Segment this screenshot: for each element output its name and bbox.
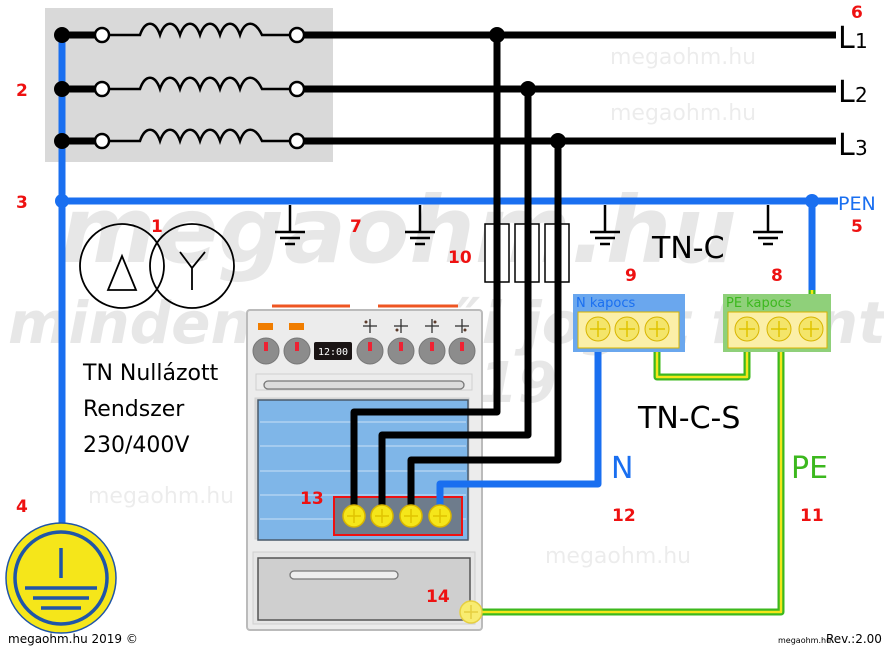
n-terminal: N kapocs bbox=[573, 294, 685, 352]
marker-8: 8 bbox=[771, 266, 783, 286]
electric-stove: 12:00 bbox=[246, 304, 483, 631]
svg-text:2: 2 bbox=[855, 83, 868, 107]
svg-text:L: L bbox=[838, 75, 855, 110]
winding-l1 bbox=[54, 22, 306, 44]
pe-label: PE bbox=[791, 451, 828, 486]
marker-13: 13 bbox=[300, 489, 324, 509]
cable-l3-to-stove bbox=[407, 141, 562, 515]
marker-3: 3 bbox=[16, 193, 28, 213]
marker-5: 5 bbox=[851, 217, 863, 237]
number-markers: 1 2 3 4 5 6 7 8 9 10 11 12 13 14 bbox=[16, 3, 863, 607]
drawer-handle bbox=[289, 570, 399, 580]
footer-copyright: megaohm.hu 2019 © bbox=[8, 632, 138, 646]
pen-node-left bbox=[55, 194, 69, 208]
winding-l3 bbox=[54, 128, 306, 150]
pen-label: PEN bbox=[838, 193, 876, 215]
svg-text:L: L bbox=[838, 21, 855, 56]
winding-l2 bbox=[54, 76, 306, 98]
stove-knobs bbox=[252, 337, 476, 365]
marker-14: 14 bbox=[426, 587, 450, 607]
earth-electrode-icon bbox=[5, 522, 117, 634]
cable-l2-to-stove bbox=[378, 89, 532, 515]
watermark-small-1: megaohm.hu bbox=[610, 45, 756, 70]
cable-n-to-stove bbox=[436, 345, 602, 515]
ground-symbol-2 bbox=[405, 205, 435, 246]
marker-6: 6 bbox=[851, 3, 863, 23]
oven-handle bbox=[263, 380, 465, 390]
marker-4: 4 bbox=[16, 497, 28, 517]
watermark-small-2: megaohm.hu bbox=[610, 101, 756, 126]
phase-label-l2: L 2 bbox=[838, 75, 868, 110]
tn-c-s-label: TN-C-S bbox=[637, 401, 740, 436]
n-label: N bbox=[611, 451, 633, 486]
indicator-light-2 bbox=[289, 323, 304, 330]
stove-clock-text: 12:00 bbox=[318, 347, 348, 358]
watermark-big: megaohm.hu bbox=[60, 177, 737, 284]
marker-2: 2 bbox=[16, 81, 28, 101]
indicator-light-1 bbox=[258, 323, 273, 330]
footer-revision: Rev.:2.00 bbox=[826, 632, 882, 646]
marker-11: 11 bbox=[800, 506, 824, 526]
pe-terminal-label: PE kapocs bbox=[726, 296, 792, 311]
cable-l1-to-stove bbox=[350, 35, 501, 515]
wye-icon bbox=[179, 251, 206, 290]
stove-pe-screw bbox=[459, 600, 483, 624]
phase-label-l1: L 1 bbox=[838, 21, 868, 56]
tn-c-label: TN-C bbox=[651, 231, 725, 266]
svg-text:L: L bbox=[838, 128, 855, 163]
transformer-symbol bbox=[79, 223, 235, 309]
system-title: TN Nullázott Rendszer 230/400V bbox=[82, 361, 219, 458]
svg-text:TN Nullázott: TN Nullázott bbox=[82, 361, 219, 386]
stove-terminal-screws bbox=[342, 504, 452, 528]
delta-icon bbox=[106, 253, 138, 291]
watermark-small-layer: megaohm.hu megaohm.hu megaohm.hu megaohm… bbox=[88, 45, 756, 569]
marker-7: 7 bbox=[350, 217, 362, 237]
svg-text:230/400V: 230/400V bbox=[83, 433, 189, 458]
ground-symbol-4 bbox=[753, 205, 783, 246]
footer-site: megaohm.hu bbox=[778, 636, 831, 645]
marker-9: 9 bbox=[625, 266, 637, 286]
watermark-small-3: megaohm.hu bbox=[88, 484, 234, 509]
n-terminal-label: N kapocs bbox=[576, 296, 635, 311]
marker-10: 10 bbox=[448, 248, 472, 268]
marker-12: 12 bbox=[612, 506, 636, 526]
marker-1: 1 bbox=[151, 217, 163, 237]
ground-symbol-1 bbox=[275, 205, 305, 246]
pe-terminal: PE kapocs bbox=[723, 294, 831, 352]
svg-text:1: 1 bbox=[855, 29, 868, 53]
svg-text:Rendszer: Rendszer bbox=[83, 397, 185, 422]
svg-text:3: 3 bbox=[855, 136, 868, 160]
ground-symbol-3 bbox=[590, 205, 620, 246]
stove-clock-display bbox=[314, 342, 352, 360]
watermark-small-4: megaohm.hu bbox=[545, 544, 691, 569]
phase-label-l3: L 3 bbox=[838, 128, 868, 163]
storage-drawer bbox=[257, 557, 471, 621]
